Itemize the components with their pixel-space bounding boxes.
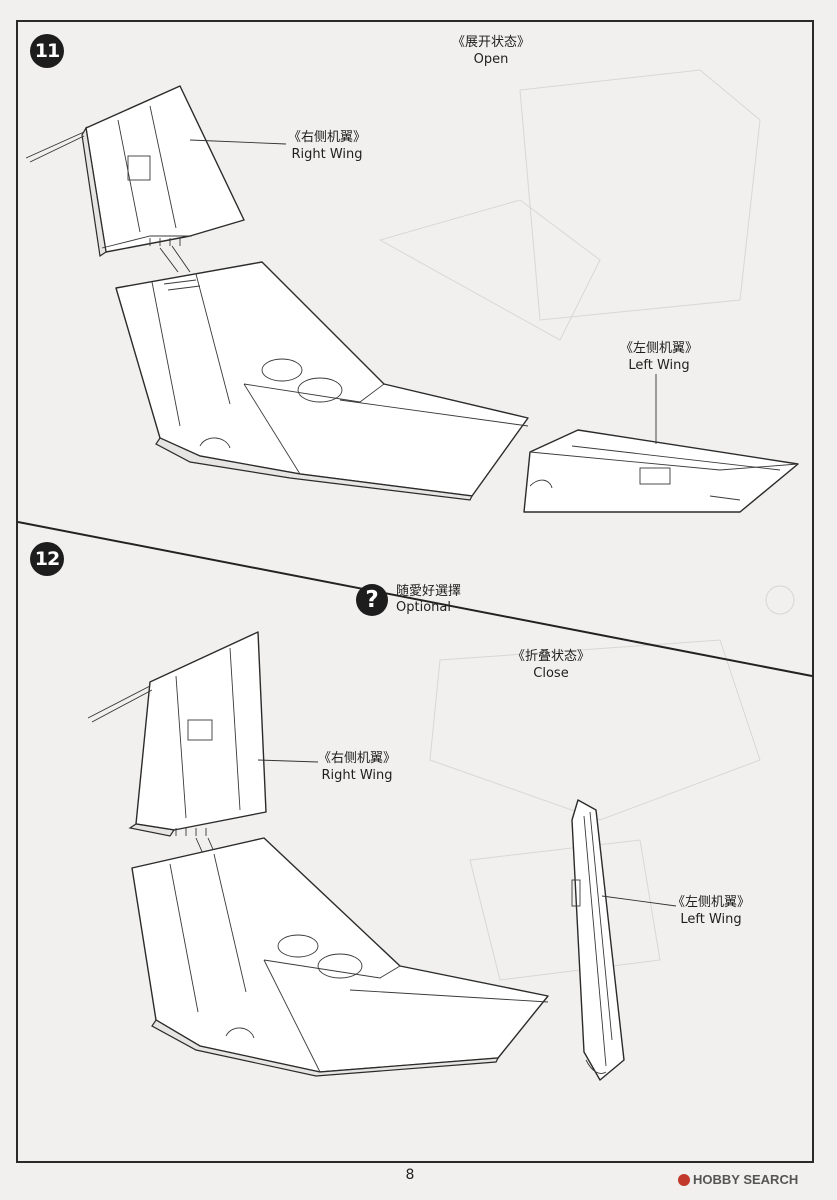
step12-right-wing-part [87,631,267,837]
step11-left-wing-en: Left Wing [628,358,690,373]
watermark: HOBBY SEARCH [678,1172,798,1187]
page-frame [16,20,814,1163]
question-mark-icon: ? [356,584,388,616]
step12-right-wing-en: Right Wing [321,768,393,783]
hobby-search-logo-icon [678,1173,690,1186]
optional-en: Optional [396,600,451,615]
step11-right-wing-leader [189,139,287,145]
step12-right-wing-cn: 《右侧机翼》 [317,751,396,766]
step11-center-wing [115,261,529,501]
step12-state-label: 《折叠状态》 Close [496,648,606,682]
step11-guide-arrows [159,245,191,273]
step12-left-wing-cn: 《左侧机翼》 [671,895,750,910]
step11-state-en: Open [473,52,509,67]
optional-note: ? 随愛好選擇 Optional [356,584,461,616]
watermark-text: HOBBY SEARCH [693,1172,799,1187]
step-12-number: 12 [34,548,60,570]
step11-right-wing-en: Right Wing [291,147,363,162]
page-number: 8 [405,1167,415,1183]
step11-right-wing-cn: 《右侧机翼》 [287,130,366,145]
step11-right-wing-part [25,85,245,258]
step12-left-wing-folded [571,799,677,1081]
step-11-badge: 11 [30,34,64,68]
step12-left-wing-en: Left Wing [680,912,742,927]
step-11-number: 11 [34,40,60,62]
step11-left-wing-label: 《左侧机翼》 Left Wing [604,340,714,374]
step12-state-cn: 《折叠状态》 [511,649,590,664]
optional-cn: 随愛好選擇 [396,584,462,599]
step12-center-wing [131,837,549,1077]
step-12-badge: 12 [30,542,64,576]
step11-state-label: 《展开状态》 Open [436,34,546,68]
step12-right-wing-label: 《右侧机翼》 Right Wing [302,750,412,784]
step11-left-wing-part [523,374,799,513]
step-divider [17,521,813,677]
step11-state-cn: 《展开状态》 [451,35,530,50]
step12-right-wing-leader [257,759,319,763]
step11-right-wing-label: 《右侧机翼》 Right Wing [272,129,382,163]
step12-state-en: Close [533,666,569,681]
step12-left-wing-label: 《左侧机翼》 Left Wing [656,894,766,928]
step11-left-wing-cn: 《左侧机翼》 [619,341,698,356]
